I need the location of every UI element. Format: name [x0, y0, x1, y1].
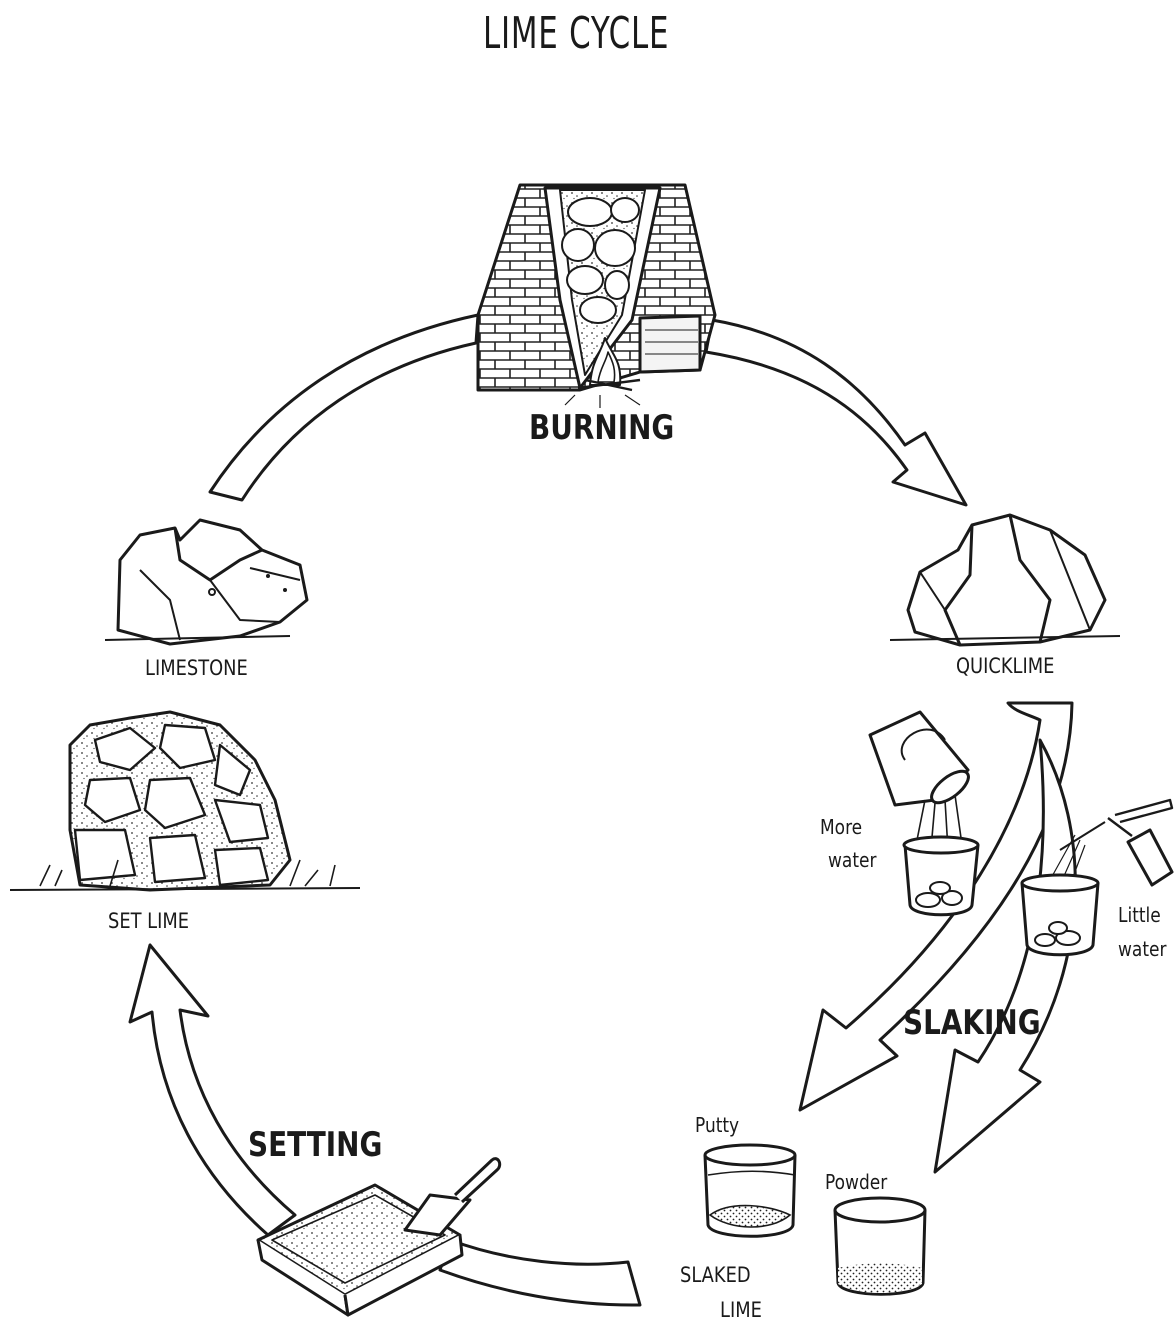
label-limestone: LIMESTONE — [145, 656, 248, 680]
arrow-limestone-to-burning — [210, 315, 478, 500]
trowel-icon — [405, 1159, 500, 1235]
label-powder: Powder — [825, 1165, 887, 1199]
label-quicklime: QUICKLIME — [956, 654, 1054, 678]
stage-label-burning: BURNING — [529, 408, 674, 448]
quicklime-rocks-icon — [890, 515, 1120, 645]
arrow-slaked-to-setting — [440, 1240, 640, 1305]
diagram-title: LIME CYCLE — [483, 8, 669, 59]
kiln-icon — [478, 185, 715, 408]
label-slaked-lime-line1: SLAKED — [680, 1263, 751, 1287]
arrow-setting-to-setlime — [130, 945, 295, 1235]
label-putty: Putty — [695, 1108, 739, 1142]
beaker-icon — [904, 837, 978, 915]
beaker-icon — [1022, 875, 1098, 955]
stage-label-setting: SETTING — [248, 1125, 382, 1165]
putty-jar-icon — [705, 1145, 795, 1236]
label-little-water-line2: water — [1118, 932, 1166, 966]
label-set-lime: SET LIME — [108, 909, 189, 933]
label-little-water-line1: Little — [1118, 898, 1161, 932]
label-more-water-line2: water — [828, 843, 876, 877]
powder-jar-icon — [835, 1198, 925, 1294]
stage-label-slaking: SLAKING — [903, 1003, 1041, 1043]
set-lime-wall-icon — [10, 712, 360, 890]
label-slaked-lime-line2: LIME — [720, 1298, 762, 1322]
arrow-burning-to-quicklime — [706, 320, 966, 505]
label-more-water-line1: More — [820, 810, 862, 844]
limestone-rocks-icon — [105, 520, 307, 644]
